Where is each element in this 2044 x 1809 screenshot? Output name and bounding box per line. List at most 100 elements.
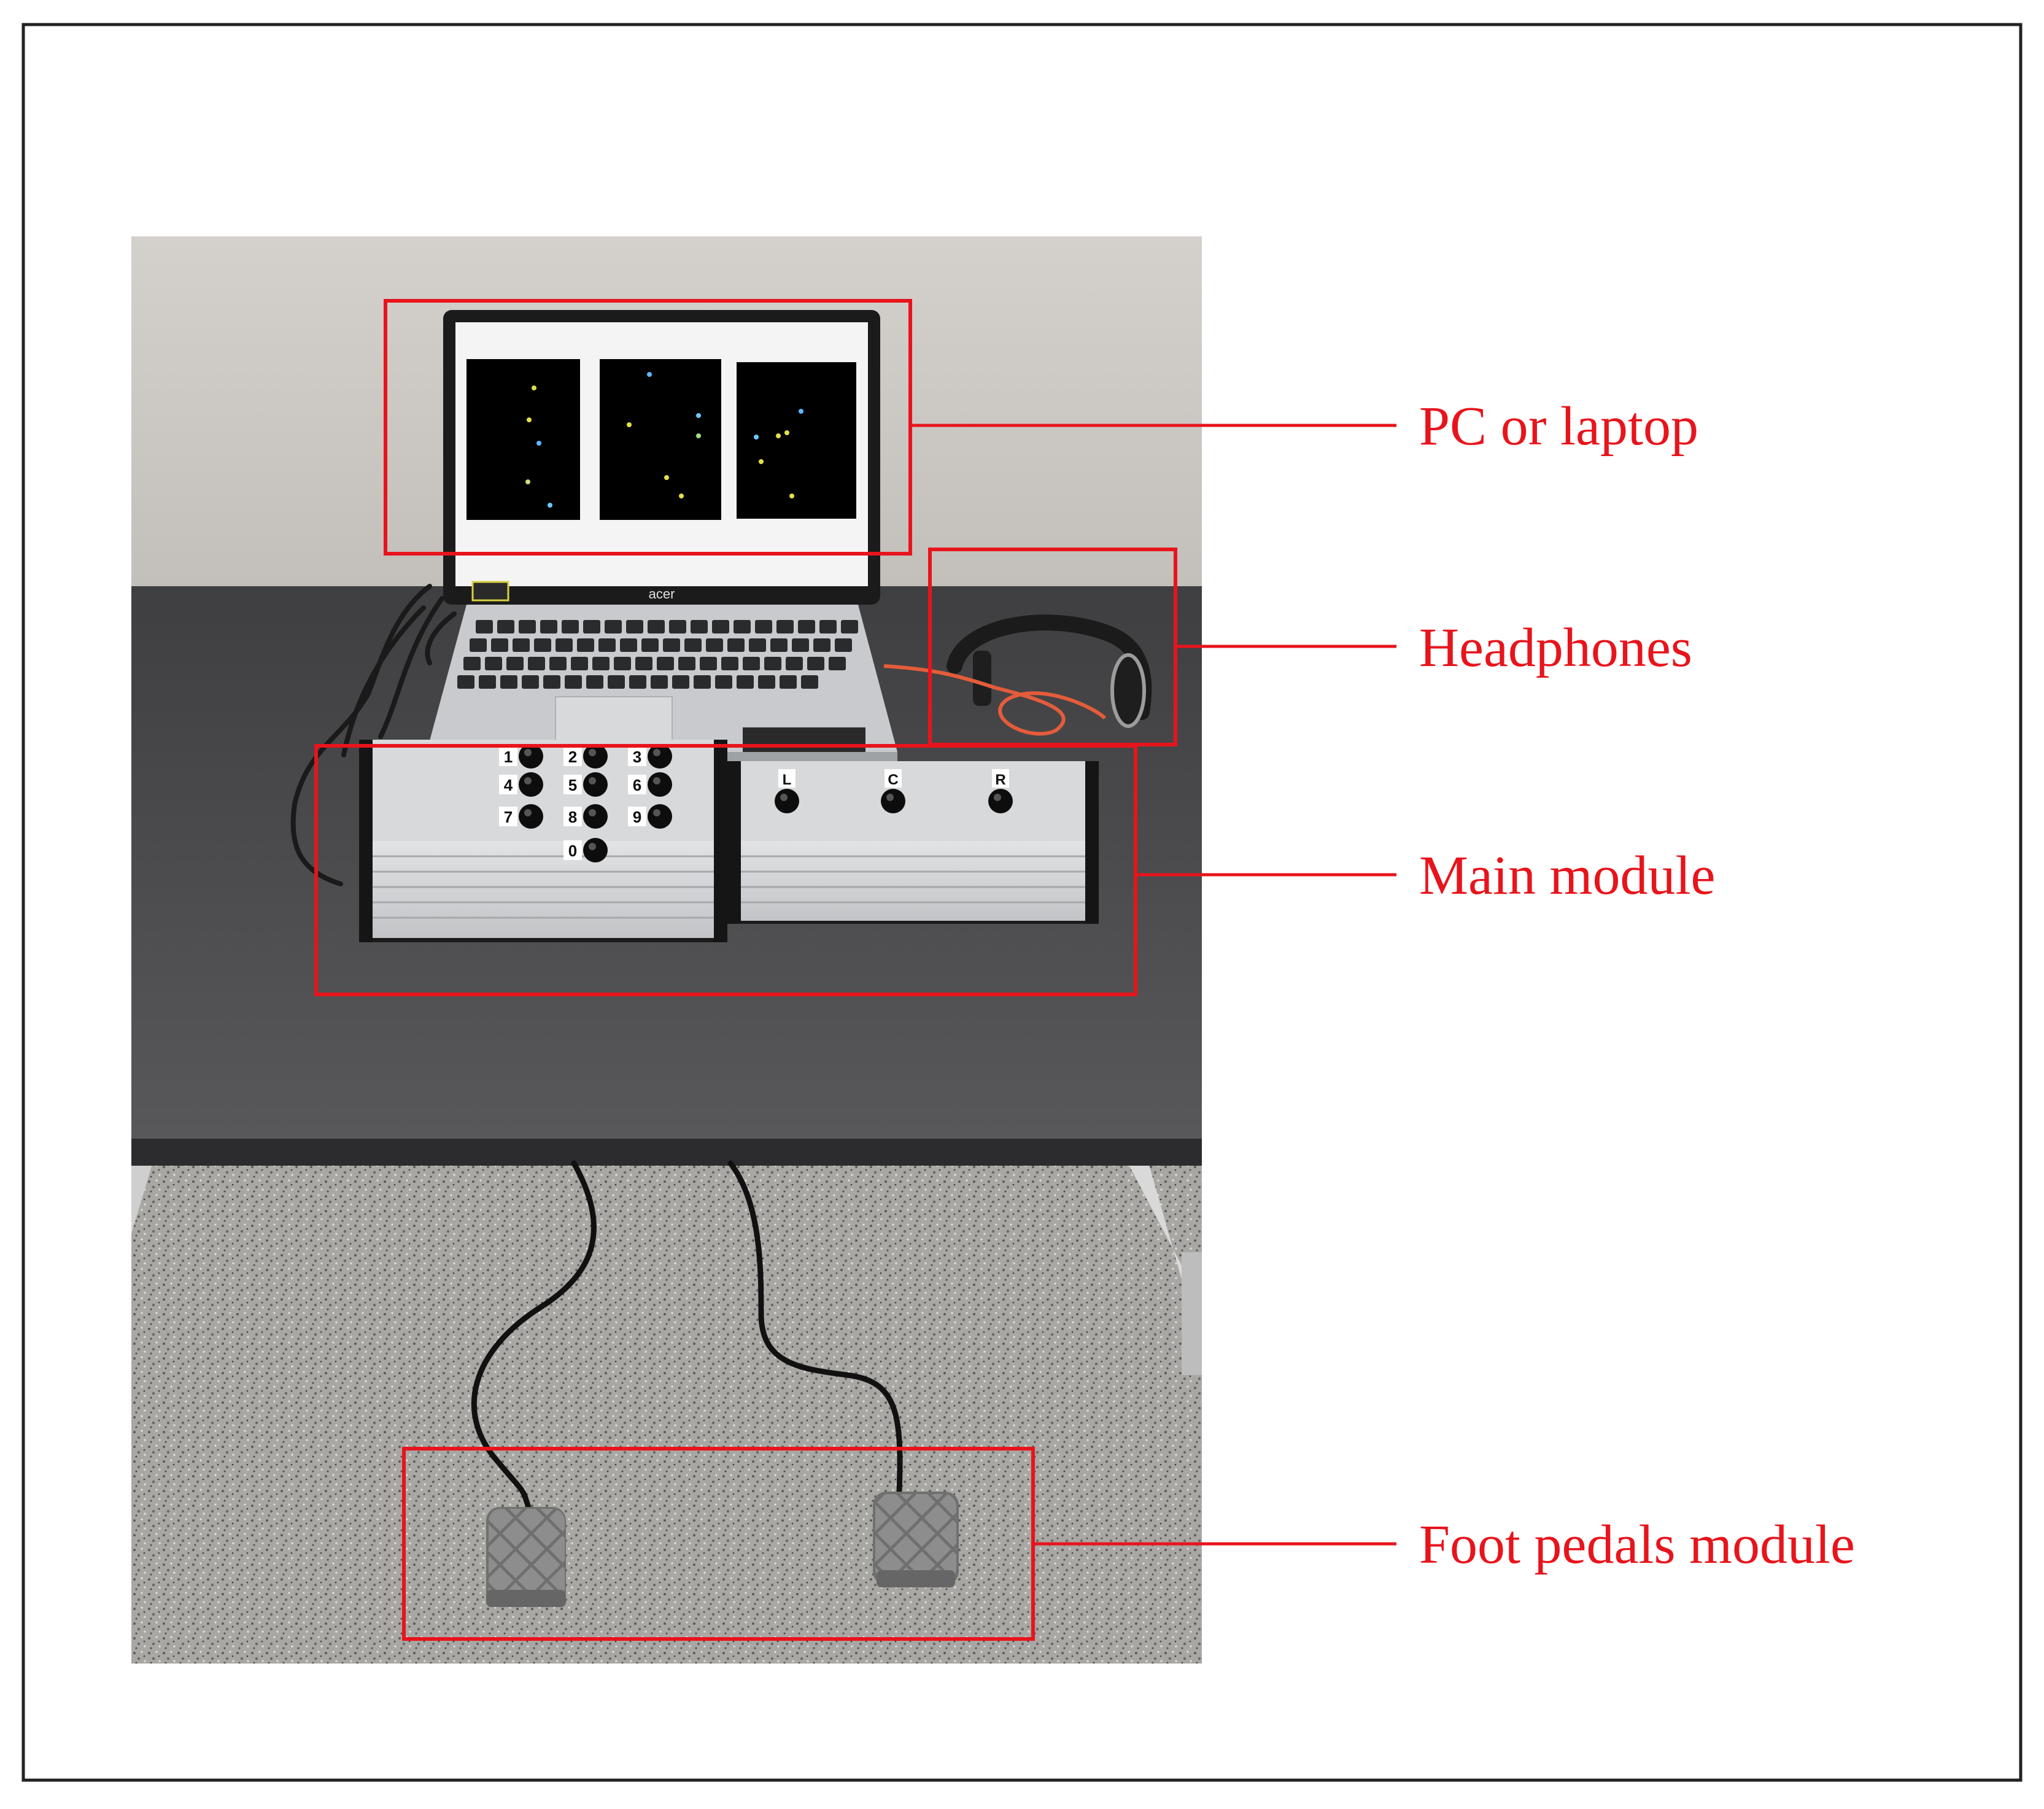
screen-stimulus-dots (525, 372, 803, 508)
keyboard-key (519, 620, 536, 633)
keyboard-key (727, 638, 745, 652)
laptop: acer (427, 310, 897, 761)
keypad-key-label: 7 (504, 808, 513, 826)
direction-button (881, 789, 905, 813)
keypad-button-highlight (653, 809, 660, 816)
keyboard-key (798, 620, 815, 633)
keypad-button-highlight (524, 749, 532, 756)
keypad-key-tag (563, 807, 582, 826)
callout-labels: PC or laptop Headphones Main module Foot… (1419, 396, 1855, 1575)
keypad-key-tag (563, 840, 582, 860)
keypad-key-label: 9 (633, 808, 641, 826)
keypad-button (648, 804, 672, 829)
keypad-button-highlight (524, 777, 532, 784)
direction-key-label: L (783, 772, 792, 788)
keyboard-key (801, 675, 818, 689)
keyboard-key (694, 675, 711, 689)
keypad-key-label: 6 (633, 776, 641, 794)
keypad-key-tag (563, 746, 582, 766)
keypad-button (519, 804, 543, 829)
direction-key-label: C (888, 772, 898, 788)
keyboard-key (592, 657, 610, 670)
keypad-key-label: 8 (568, 808, 577, 826)
direction-button (988, 789, 1013, 813)
keyboard-key (755, 620, 772, 633)
keypad-button-highlight (589, 749, 596, 756)
foot-pedal-left (486, 1507, 566, 1607)
keyboard-key (614, 657, 631, 670)
keypad-button-highlight (589, 843, 596, 850)
direction-button-highlight (994, 794, 1001, 801)
keyboard-key (678, 657, 695, 670)
keyboard-key (734, 620, 751, 633)
keypad-key-label: 1 (504, 748, 513, 766)
keyboard-key (500, 675, 517, 689)
keyboard-key (470, 638, 487, 652)
keyboard-key (684, 638, 702, 652)
keyboard-key (715, 675, 732, 689)
keyboard-key (706, 638, 723, 652)
keyboard-key (780, 675, 797, 689)
keypad-button (519, 772, 543, 797)
keypad-key-label: 4 (504, 776, 513, 794)
keyboard-key (770, 638, 788, 652)
callout-box-pc (384, 299, 912, 556)
keyboard-key (669, 620, 686, 633)
keyboard-key (485, 657, 502, 670)
keyboard-key (577, 638, 594, 652)
leader-lines (910, 424, 1396, 1546)
keypad-key-tag (499, 746, 517, 766)
keypad-button (583, 772, 608, 797)
keypad-key-tag (563, 775, 582, 794)
keyboard-key (829, 657, 846, 670)
keypad-key-label: 0 (568, 842, 577, 860)
keypad-button-highlight (653, 749, 660, 756)
keypad-key-tag (628, 775, 646, 794)
keyboard-key (721, 657, 738, 670)
keyboard-key (476, 620, 493, 633)
keypad-button-highlight (589, 809, 596, 816)
pedal-cables (471, 1160, 903, 1519)
keyboard-key (737, 675, 754, 689)
keyboard-key (513, 638, 530, 652)
keyboard-key (457, 675, 474, 689)
keypad-button (519, 744, 543, 769)
keyboard-key (506, 657, 524, 670)
direction-key-tag (885, 769, 902, 788)
keyboard-key (786, 657, 803, 670)
keyboard-key (672, 675, 689, 689)
keypad-button (583, 838, 608, 862)
keyboard-key (608, 675, 625, 689)
keyboard-key (479, 675, 496, 689)
keypad-button-highlight (589, 777, 596, 784)
callout-box-main (314, 744, 1137, 996)
keyboard-key (497, 620, 514, 633)
direction-key-tag (778, 769, 796, 788)
keyboard-key (528, 657, 545, 670)
direction-button (775, 789, 799, 813)
keypad-key-label: 3 (633, 748, 641, 766)
keypad-button (583, 804, 608, 829)
keypad-key-label: 2 (568, 748, 577, 766)
label-headphones: Headphones (1419, 618, 1692, 678)
laptop-brand: acer (649, 586, 675, 602)
direction-button-highlight (886, 794, 894, 801)
keyboard-key (712, 620, 729, 633)
keyboard-key (758, 675, 775, 689)
floor (131, 1160, 1202, 1664)
direction-key-tag (992, 769, 1009, 788)
keypad-key-tag (499, 775, 517, 794)
keyboard-key (540, 620, 557, 633)
direction-key-label: R (995, 772, 1005, 788)
keyboard-key (491, 638, 508, 652)
keyboard-key (813, 638, 830, 652)
foot-pedal-right (873, 1492, 959, 1587)
keyboard-key (562, 620, 579, 633)
keyboard-key (841, 620, 858, 633)
keyboard-key (605, 620, 622, 633)
